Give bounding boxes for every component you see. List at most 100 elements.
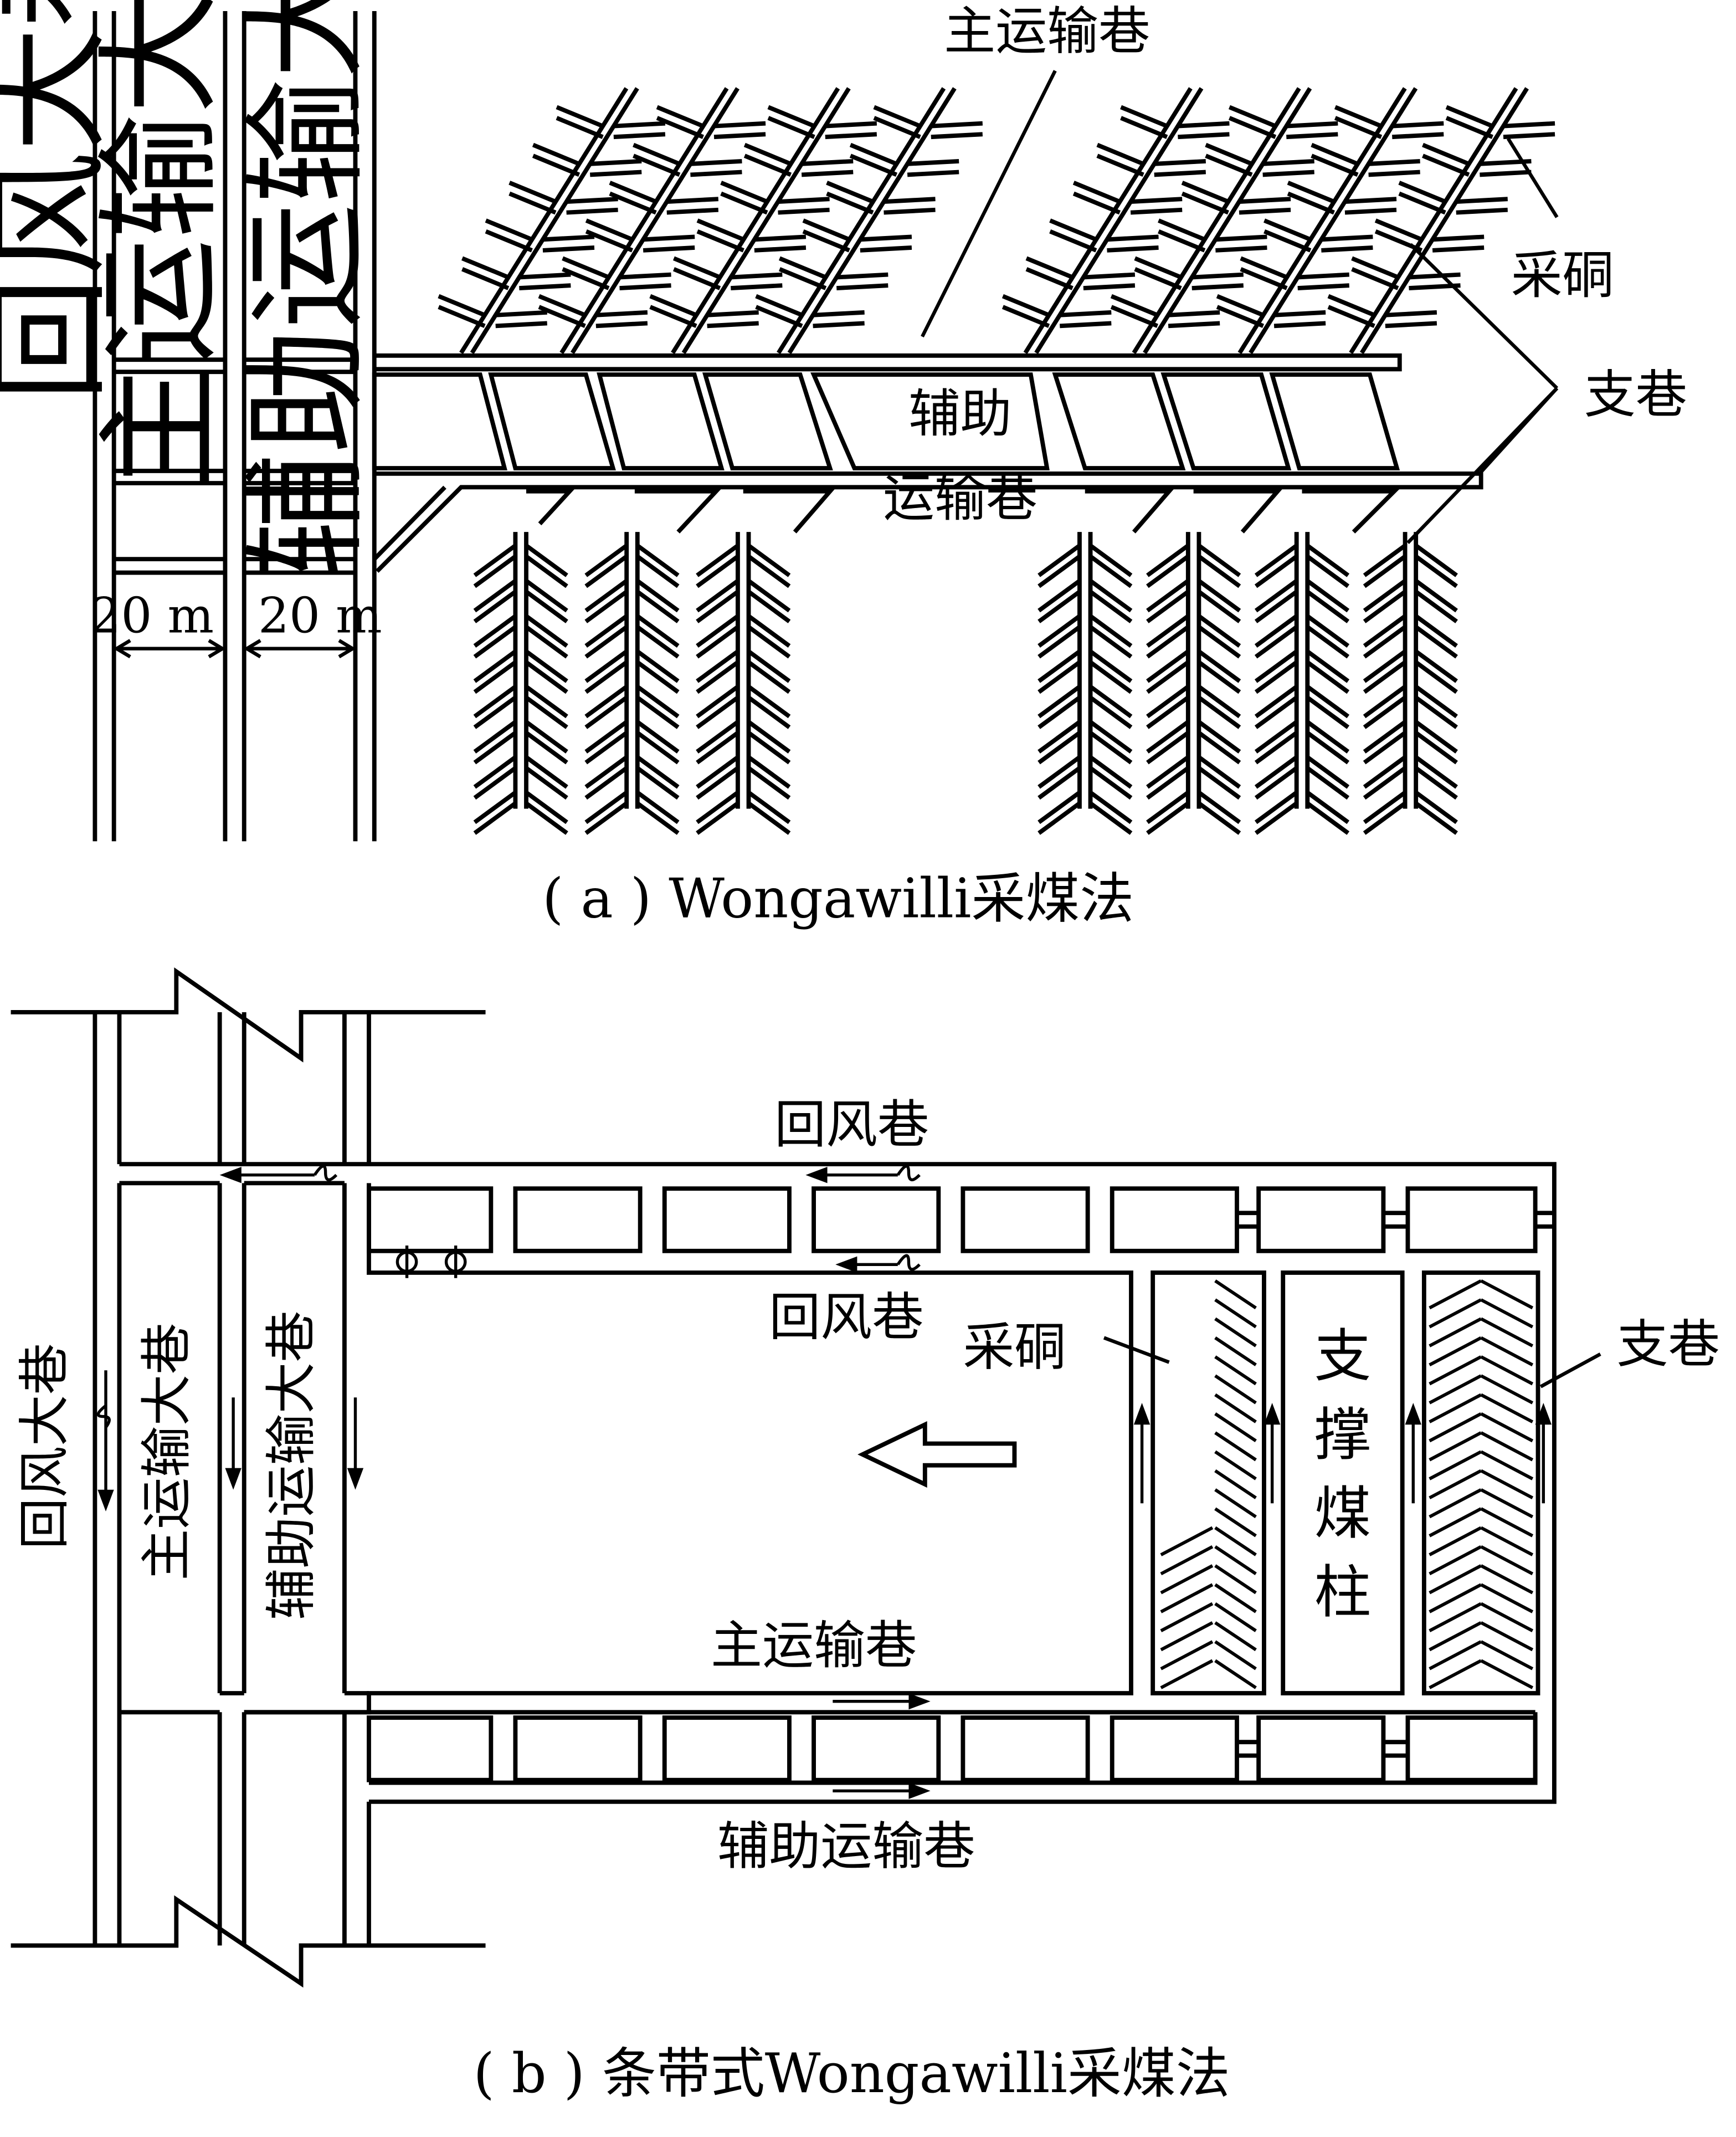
strip-extraction-cut [1429,1526,1482,1556]
lower-branch-cut [1254,555,1298,588]
lower-branch-cut [584,791,628,824]
upper-branch-spine [570,87,739,355]
upper-branch-cut [1096,153,1144,177]
lower-branch-cut [584,731,628,765]
lower-branch-cut [696,544,739,577]
upper-branch-cut [690,170,742,177]
lower-branch-cut [747,614,791,648]
strip-extraction-cut [1429,1488,1482,1519]
lower-branch-cut [1414,625,1458,659]
upper-branch-spine [1237,87,1407,355]
upper-branch-cut [1060,321,1112,329]
upper-branch-cut [1422,153,1470,177]
upper-branch-cut [619,272,671,280]
lower-branch-cut [1146,755,1190,789]
lower-branch-cut [696,685,739,719]
upper-branch-cut [1191,283,1244,291]
panel-b-flow-arrows [96,1165,1545,1792]
strip-extraction-cut [1160,1545,1214,1576]
lower-branch-cut [696,555,739,588]
lower-branch-cut [636,685,680,719]
lower-branch-cut [1089,766,1133,800]
upper-branch-cut [1385,310,1437,317]
lower-branch-cut [1089,801,1133,835]
upper-branch-cut [1385,321,1437,329]
lower-branch-cut [1038,801,1081,835]
lower-branch-cut [747,555,791,588]
strip-extraction-cut [1214,1507,1257,1538]
upper-branch-cut [931,121,983,129]
lower-branch-cut [1414,791,1458,824]
lower-branch-cut [1038,685,1081,719]
strip-extraction-cut [1214,1298,1257,1329]
lower-branch-cut [696,579,739,613]
lower-branch-cut [1306,755,1350,789]
upper-branch-cut [1025,267,1074,290]
lower-branch-cut [1306,731,1350,765]
strip-extraction-cut [1429,1507,1482,1538]
upper-branch-cut [707,310,759,317]
upper-branch-cut [542,234,595,242]
lower-branch-cut [584,555,628,588]
strip-extraction-cut [1480,1507,1534,1538]
lower-branch-cut [1038,555,1081,588]
lower-branch-cut [584,544,628,577]
upper-branch-cut [643,245,695,253]
lower-branch-cut [584,720,628,754]
strip-extraction-cut [1480,1279,1534,1310]
upper-branch-cut [1297,272,1349,280]
lower-branch-cut [1254,801,1298,835]
upper-branch-cut [836,272,888,280]
lower-branch-cut [1363,791,1406,824]
upper-branch-cut [1311,153,1359,177]
lower-branch-cut [1089,685,1133,719]
upper-branch-cut [873,105,921,129]
lower-branch-cut [525,685,568,719]
upper-branch-cut [495,310,547,317]
upper-branch-cut [1262,170,1314,177]
label-support-pillar-2: 撑 [1314,1402,1372,1468]
strip-extraction-cut [1429,1336,1482,1367]
panel-a-branch-funnels [526,489,1400,534]
strip-extraction-cut [1480,1374,1534,1405]
strip-extraction-cut [1429,1583,1482,1613]
upper-branch-cut [713,132,766,140]
lower-branch-cut [1363,801,1406,835]
upper-branch-cut [1083,283,1136,291]
upper-branch-spine [1132,87,1301,355]
upper-branch-cut [1205,142,1253,166]
upper-branch-cut [672,256,721,280]
lower-branch-cut [1306,720,1350,754]
upper-branch-cut [556,105,604,129]
lower-branch-cut [1038,590,1081,623]
lower-branch-cut [1089,590,1133,623]
upper-branch-cut [1311,142,1359,166]
lower-branch-cut [525,555,568,588]
lower-branch-cut [1306,766,1350,800]
lower-branch-cut [1198,555,1241,588]
lower-branch-cut [1038,579,1081,613]
upper-branch-cut [585,229,634,253]
lower-branch-cut [525,614,568,648]
strip-extraction-cut [1214,1564,1257,1595]
lower-branch-cut [1306,801,1350,835]
strip-extraction-cut [1214,1583,1257,1613]
upper-branch-cut [542,245,595,253]
lower-branch-cut [1254,625,1298,659]
strip-extraction-cut [1480,1469,1534,1500]
lower-branch-cut [1254,660,1298,694]
panel-a-text: 回风大巷 主运输大巷 辅助运输大巷 主运输巷 辅助 运输巷 采硐 支巷 20 m… [0,0,1687,930]
lower-branch-cut [1198,720,1241,754]
lower-branch-cut [747,660,791,694]
lower-branch-cut [525,660,568,694]
panel-a-dimensions [113,639,356,659]
lower-branch-cut [1198,766,1241,800]
lower-branch-cut [1038,695,1081,729]
lower-branch-cut [1038,720,1081,754]
upper-branch-cut [907,170,959,177]
upper-branch-cut [1392,121,1444,129]
lower-branch-cut [584,590,628,623]
lower-branch-cut [1414,695,1458,729]
upper-branch-cut [826,181,874,204]
lower-branch-cut [525,791,568,824]
